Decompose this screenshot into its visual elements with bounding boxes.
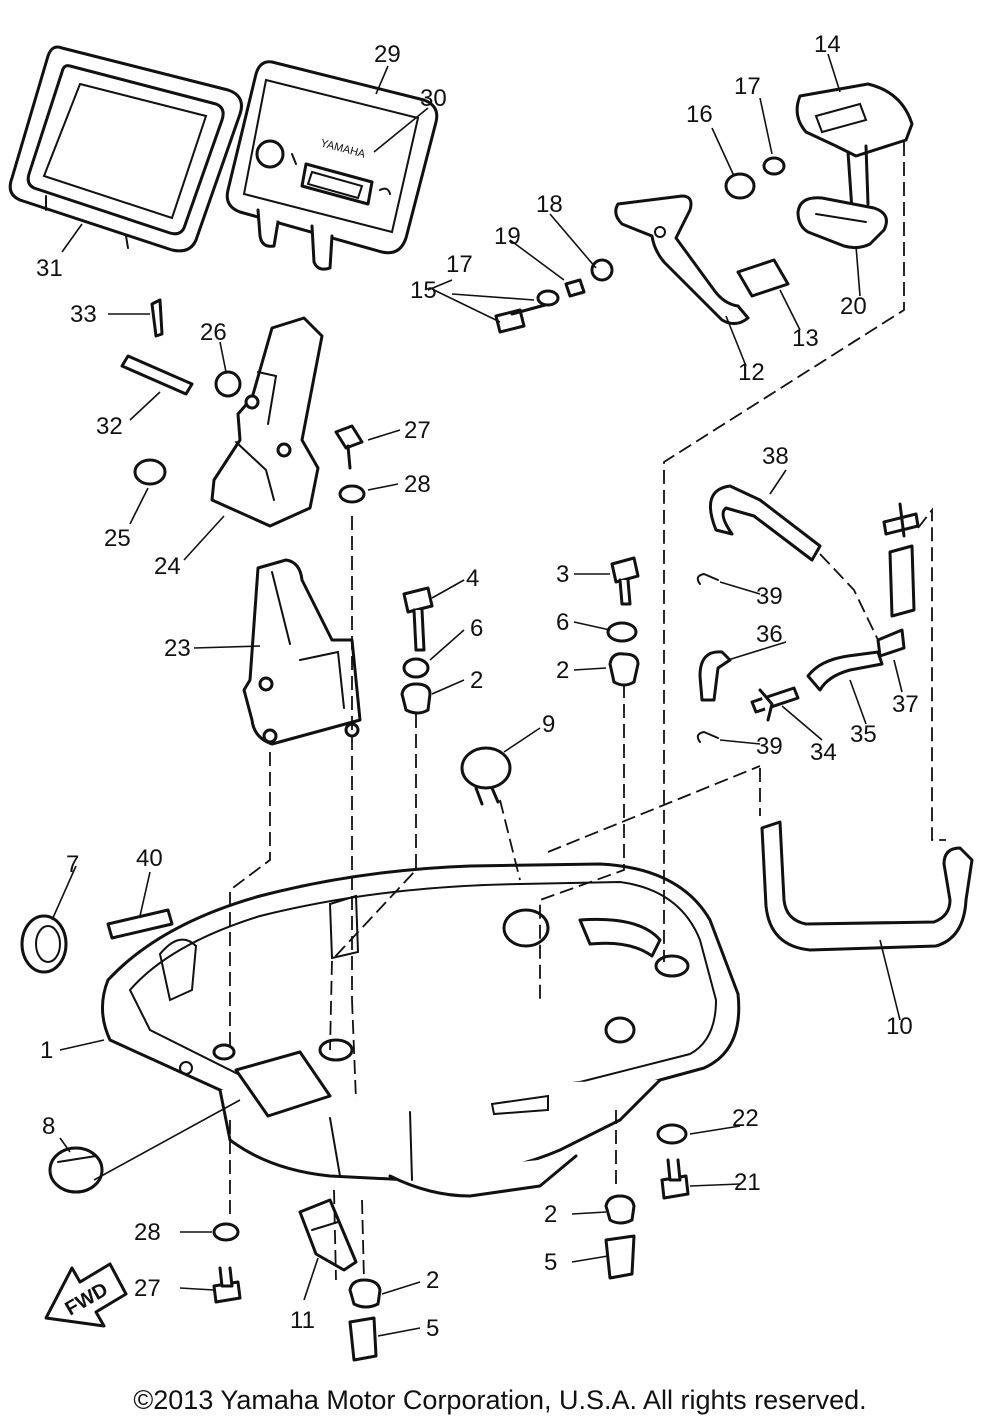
callout-4: 4 [466,565,479,592]
callout-27b: 27 [134,1275,161,1302]
callout-39b: 39 [756,733,783,760]
callout-40: 40 [136,845,163,872]
callout-24: 24 [154,553,181,580]
callout-21: 21 [734,1169,761,1196]
callout-34: 34 [810,739,837,766]
callout-1: 1 [40,1037,53,1064]
callout-33: 33 [70,301,97,328]
callout-9: 9 [542,711,555,738]
callout-3: 3 [556,561,569,588]
callout-29: 29 [374,41,401,68]
copyright-notice: ©2013 Yamaha Motor Corporation, U.S.A. A… [133,1385,867,1415]
callout-19: 19 [494,223,521,250]
throttle-hardware [494,82,914,334]
callout-27a: 27 [404,417,431,444]
callout-7: 7 [66,851,79,878]
callout-32: 32 [96,413,123,440]
callout-25: 25 [104,525,131,552]
callout-28a: 28 [404,471,431,498]
callout-31: 31 [36,255,63,282]
callout-15: 15 [410,277,437,304]
fwd-arrow: FWD [44,1262,128,1328]
callout-11: 11 [290,1307,315,1334]
callout-30: 30 [420,85,447,112]
callout-17a: 17 [446,251,473,278]
callouts: 29 30 31 33 26 32 27 28 25 24 23 4 6 2 3… [36,31,919,1342]
callout-23: 23 [164,635,191,662]
callout-39a: 39 [756,583,783,610]
callout-2b: 2 [556,657,569,684]
control-cover-part-29: YAMAHA [225,60,439,271]
callout-16: 16 [686,101,713,128]
lever-assembly [120,298,366,746]
callout-5b: 5 [426,1315,439,1342]
callout-20: 20 [840,293,867,320]
seal-frame-part-31 [8,45,243,253]
callout-36: 36 [756,621,783,648]
callout-14: 14 [814,31,841,58]
side-parts [20,908,174,1194]
callout-17b: 17 [734,73,761,100]
callout-37: 37 [892,691,919,718]
callout-12: 12 [738,359,765,386]
callout-2a: 2 [470,667,483,694]
callout-6b: 6 [556,609,569,636]
lower-fasteners [212,1123,690,1362]
callout-18: 18 [536,191,563,218]
callout-22: 22 [732,1105,759,1132]
center-fasteners [400,556,640,806]
callout-8: 8 [42,1113,55,1140]
callout-38: 38 [762,443,789,470]
callout-2c: 2 [544,1201,557,1228]
bottom-cowling-part-1 [101,862,741,1198]
leader-lines [51,53,903,1337]
hose-assembly [696,484,974,952]
callout-13: 13 [792,325,819,352]
assembly-lines [229,142,946,1281]
callout-26: 26 [200,319,227,346]
callout-35: 35 [850,721,877,748]
callout-10: 10 [886,1013,913,1040]
callout-6a: 6 [470,615,483,642]
callout-28b: 28 [134,1219,161,1246]
callout-2d: 2 [426,1267,439,1294]
callout-5a: 5 [544,1249,557,1276]
